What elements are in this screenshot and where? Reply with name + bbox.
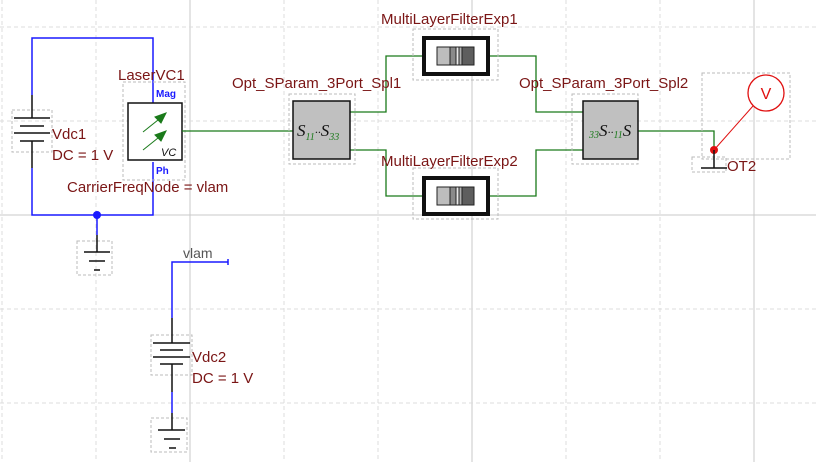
vlam-wire-label: vlam <box>183 245 213 261</box>
vdc1-name: Vdc1 <box>52 126 86 143</box>
laser-param: CarrierFreqNode = vlam <box>67 179 228 196</box>
ground-icon[interactable] <box>76 235 113 276</box>
optical-wire[interactable] <box>182 55 715 197</box>
splitter2-s-right: S <box>623 121 632 140</box>
splitter2-sub-left: 33 <box>588 130 599 141</box>
splitter1-sub-right: 33 <box>328 132 339 143</box>
junction-dot <box>93 211 101 219</box>
splitter1-name: Opt_SParam_3Port_Spl1 <box>232 75 401 92</box>
splitter2-symbol[interactable]: 33S··11S <box>571 93 639 165</box>
filter1-symbol[interactable] <box>412 28 499 81</box>
splitter1-sub-left: 11 <box>306 132 315 143</box>
laser-name: LaserVC1 <box>118 67 185 84</box>
voltmeter-probe[interactable]: V <box>701 72 791 160</box>
laser-symbol-text: VC <box>161 147 176 159</box>
splitter1-s-right: S <box>321 121 330 140</box>
splitter1-symbol[interactable]: S11··S33 <box>288 93 356 165</box>
laser-arrows-icon <box>142 112 168 151</box>
filter2-symbol[interactable] <box>412 167 499 220</box>
svg-text:33S··11S: 33S··11S <box>588 121 632 141</box>
splitter2-sub-right: 11 <box>614 130 623 141</box>
splitter1-s-left: S <box>297 121 306 140</box>
vlam-wire[interactable] <box>171 259 229 413</box>
output-terminal[interactable] <box>691 150 727 173</box>
splitter2-s-left: S <box>599 121 608 140</box>
filter2-name: MultiLayerFilterExp2 <box>381 153 518 170</box>
laser-pin-mag: Mag <box>156 89 176 100</box>
vdc2-param: DC = 1 V <box>192 370 253 387</box>
probe-name: OT2 <box>727 158 756 175</box>
splitter2-name: Opt_SParam_3Port_Spl2 <box>519 75 688 92</box>
vdc2-name: Vdc2 <box>192 349 226 366</box>
filter1-name: MultiLayerFilterExp1 <box>381 11 518 28</box>
filter-layers-icon <box>436 46 475 66</box>
vdc2-symbol[interactable] <box>150 318 193 392</box>
filter-layers-icon <box>436 186 475 206</box>
laser-pin-ph: Ph <box>156 166 169 177</box>
ground-icon[interactable] <box>150 413 188 453</box>
voltmeter-icon: V <box>761 86 772 103</box>
vdc1-symbol[interactable] <box>11 95 53 168</box>
vdc1-param: DC = 1 V <box>52 147 113 164</box>
svg-text:S11··S33: S11··S33 <box>297 121 339 143</box>
